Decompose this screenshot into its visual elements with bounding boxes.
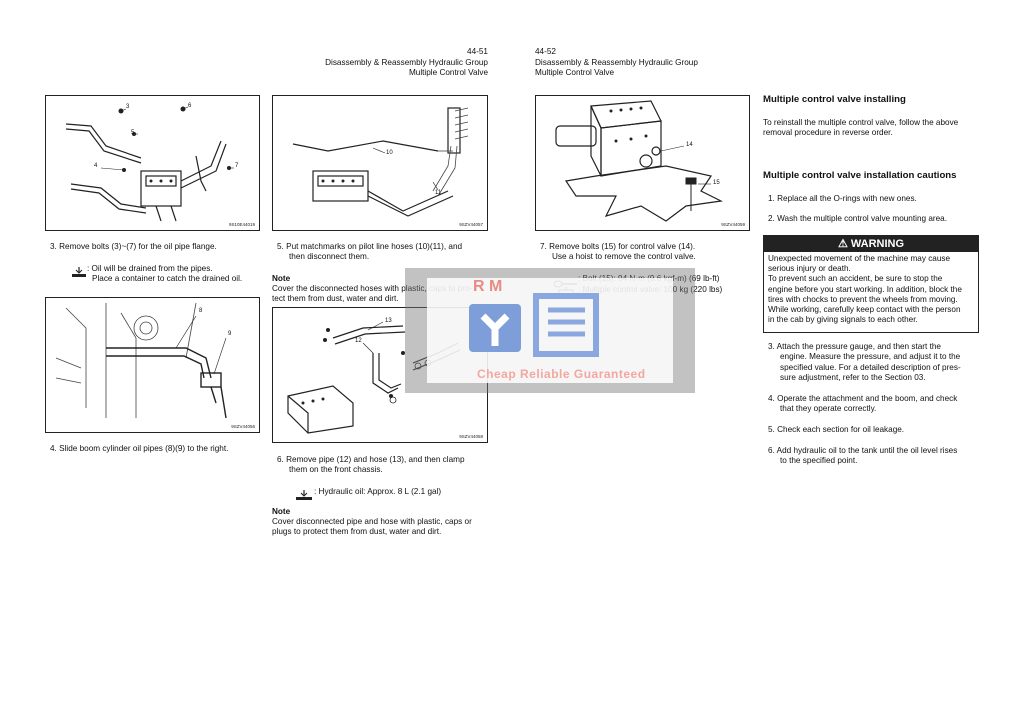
cautions-title: Multiple control valve installation caut…: [763, 170, 957, 181]
later-step-3-line3: specified value. For a detailed descript…: [780, 362, 961, 372]
oil-drain-icon: [72, 264, 86, 277]
note-label-1: Note: [272, 274, 291, 283]
step-4-text: 4. Slide boom cylinder oil pipes (8)(9) …: [50, 444, 229, 453]
fig2-label-11: 11: [435, 190, 442, 196]
right-page-number: 44-52: [535, 47, 556, 56]
left-page-number: 44-51: [467, 47, 488, 56]
fig1-label-7: 7: [235, 163, 239, 169]
later-step-4-line2: that they operate correctly.: [780, 404, 877, 414]
later-step-5-line1: 5. Check each section for oil leakage.: [768, 425, 905, 434]
note-2: Cover disconnected pipe and hose with pl…: [272, 517, 487, 538]
note-label-2: Note: [272, 507, 291, 516]
fig4-id: 9SZV44056: [231, 424, 255, 429]
figure-pilot-line-hoses: 10 11 9SZV44057: [272, 95, 488, 231]
warning-line: To prevent such an accident, be sure to …: [768, 274, 943, 284]
warning-line: Unexpected movement of the machine may c…: [768, 254, 951, 263]
note-2-line1: Cover disconnected pipe and hose with pl…: [272, 517, 472, 526]
fig5-label-13: 13: [385, 318, 392, 324]
note-1-line1: Cover the disconnected hoses with plasti…: [272, 284, 473, 293]
step-5-line1: 5. Put matchmarks on pilot line hoses (1…: [277, 242, 463, 251]
watermark-overlay: R M Cheap Reliable Guaranteed: [405, 268, 695, 393]
later-step-3-line1: 3. Attach the pressure gauge, and then s…: [768, 342, 941, 351]
document-logo-icon: [530, 292, 610, 358]
later-step-6-line1: 6. Add hydraulic oil to the tank until t…: [768, 446, 958, 455]
later-step-4-line1: 4. Operate the attachment and the boom, …: [768, 394, 958, 403]
step-7-line1: 7. Remove bolts (15) for control valve (…: [540, 242, 696, 251]
step-3-note-1: : Oil will be drained from the pipes.: [87, 264, 213, 273]
warning-title: WARNING: [850, 238, 905, 250]
right-page-header: 44-52 Disassembly & Reassembly Hydraulic…: [535, 47, 735, 79]
control-valve-drawing: [555, 100, 723, 222]
wrench-logo-icon: [465, 298, 525, 358]
caution-item-1: 1. Replace all the O-rings with new ones…: [768, 194, 917, 203]
fig1-label-4: 4: [94, 163, 98, 169]
caution-item-2: 2. Wash the multiple control valve mount…: [768, 214, 948, 223]
watermark-slogan: Cheap Reliable Guaranteed: [477, 367, 646, 381]
left-header-line1: Disassembly & Reassembly Hydraulic Group: [325, 57, 488, 67]
warning-triangle-icon: ⚠: [837, 238, 848, 250]
later-step-4: 4. Operate the attachment and the boom, …: [768, 394, 978, 415]
warning-line: tires with chocks to prevent the wheels …: [768, 294, 958, 304]
step-5-line2: then disconnect them.: [289, 252, 370, 262]
note-1: Cover the disconnected hoses with plasti…: [272, 284, 487, 305]
installing-line2: removal procedure in reverse order.: [763, 128, 893, 138]
warning-line: While working, carefully keep contact wi…: [768, 305, 961, 315]
right-header-line2: Multiple Control Valve: [535, 68, 615, 77]
step-5-text: 5. Put matchmarks on pilot line hoses (1…: [277, 242, 487, 263]
step-7-line2: Use a hoist to remove the control valve.: [552, 252, 696, 262]
warning-body: Unexpected movement of the machine may c…: [764, 252, 978, 327]
right-header-line1: Disassembly & Reassembly Hydraulic Group: [535, 57, 698, 67]
later-step-3: 3. Attach the pressure gauge, and then s…: [768, 342, 978, 384]
later-step-5: 5. Check each section for oil leakage.: [768, 425, 978, 435]
later-step-6: 6. Add hydraulic oil to the tank until t…: [768, 446, 978, 467]
note-2-line2: plugs to protect them from dust, water a…: [272, 527, 442, 537]
watermark-letters: R M: [473, 278, 503, 295]
fig3-id: 9SZV44059: [721, 222, 745, 227]
warning-box: ⚠ WARNING Unexpected movement of the mac…: [763, 235, 979, 333]
oil-pipe-flange-drawing: [65, 106, 234, 222]
fig2-id: 9SZV44057: [459, 222, 483, 227]
pilot-line-hoses-drawing: [292, 107, 469, 217]
step-6-text: 6. Remove pipe (12) and hose (13), and t…: [277, 455, 487, 476]
step-3-text: 3. Remove bolts (3)~(7) for the oil pipe…: [50, 242, 217, 251]
later-step-6-line2: to the specified point.: [780, 456, 858, 466]
fig4-label-9: 9: [228, 331, 232, 337]
later-step-3-line2: engine. Measure the pressure, and adjust…: [780, 352, 961, 362]
installing-text: To reinstall the multiple control valve,…: [763, 118, 978, 139]
fig5-label-12: 12: [355, 338, 362, 344]
hydraulic-oil-icon: [296, 487, 312, 500]
step-3-note-2: Place a container to catch the drained o…: [92, 274, 243, 283]
fig2-label-10: 10: [386, 150, 393, 156]
warning-line: in the cab by giving signals to each oth…: [768, 315, 918, 325]
fig5-id: 9SZV44058: [459, 434, 483, 439]
step-6-line1: 6. Remove pipe (12) and hose (13), and t…: [277, 455, 465, 464]
warning-line: serious injury or death.: [768, 264, 851, 274]
installing-line1: To reinstall the multiple control valve,…: [763, 118, 959, 127]
fig1-id: 9S10E44019: [228, 222, 255, 227]
step-7-text: 7. Remove bolts (15) for control valve (…: [540, 242, 750, 263]
step-6-oil: : Hydraulic oil: Approx. 8 L (2.1 gal): [314, 487, 442, 496]
left-header-line2: Multiple Control Valve: [408, 68, 488, 77]
warning-header: ⚠ WARNING: [764, 236, 978, 252]
fig1-label-5: 5: [131, 130, 135, 136]
figure-oil-pipe-flange: 3 6 5 4 7 9S10E44019: [45, 95, 260, 231]
warning-line: engine before you start working. In addi…: [768, 284, 962, 294]
fig4-label-8: 8: [199, 308, 203, 314]
fig3-label-14: 14: [686, 142, 693, 148]
later-step-3-line4: sure adjustment, refer to the Section 03…: [780, 373, 926, 383]
fig1-label-6: 6: [188, 103, 192, 109]
fig3-label-15: 15: [713, 180, 720, 186]
left-page-header: 44-51 Disassembly & Reassembly Hydraulic…: [300, 47, 488, 79]
figure-boom-cylinder-pipes: 8 9 9SZV44056: [45, 297, 260, 433]
note-1-line2: tect them from dust, water and dirt.: [272, 294, 399, 304]
installing-title: Multiple control valve installing: [763, 94, 906, 105]
fig1-label-3: 3: [126, 104, 130, 110]
figure-control-valve: 14 15 9SZV44059: [535, 95, 750, 231]
step-6-line2: them on the front chassis.: [289, 465, 383, 475]
boom-cylinder-pipes-drawing: [55, 302, 227, 419]
